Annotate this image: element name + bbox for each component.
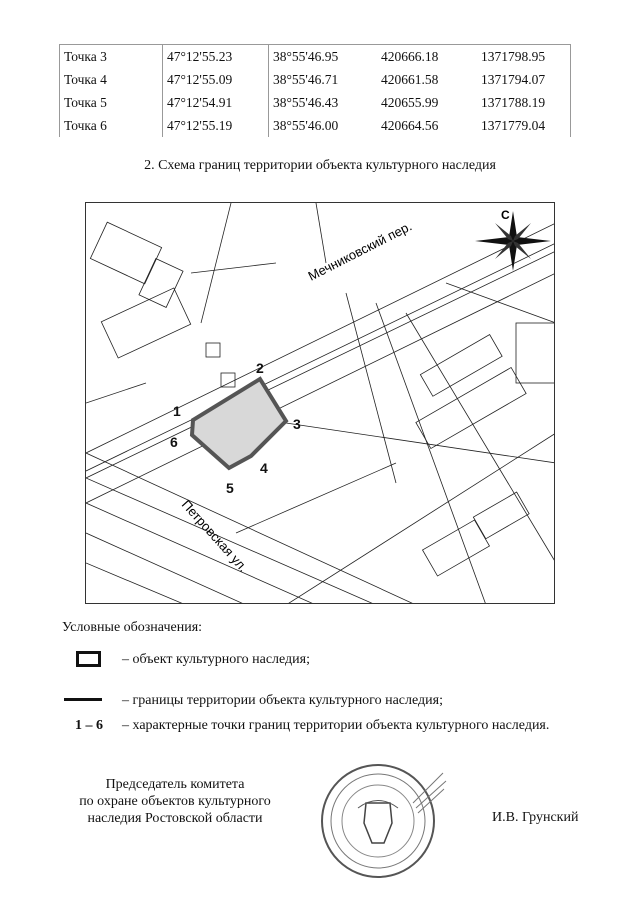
table-cell: 47°12'54.91: [162, 91, 269, 114]
box-icon: [76, 651, 101, 667]
table-cell: 1371788.19: [477, 91, 571, 114]
point-label-5: 5: [226, 480, 234, 496]
legend-points-symbol: 1 – 6: [75, 718, 103, 733]
position-line: Председатель комитета: [105, 777, 245, 792]
table-cell: 47°12'55.09: [162, 68, 269, 91]
point-label-6: 6: [170, 434, 178, 450]
position-line: наследия Ростовской области: [87, 811, 263, 826]
table-cell: 38°55'46.71: [273, 71, 339, 87]
table-cell: 38°55'46.43: [273, 94, 339, 110]
legend-item-object: – объект культурного наследия;: [122, 652, 310, 667]
legend-item-boundary: – границы территории объекта культурного…: [122, 693, 443, 708]
table-cell: 47°12'55.19: [162, 114, 269, 137]
signatory-name: И.В. Грунский: [492, 810, 579, 825]
official-stamp: [321, 764, 447, 878]
table-cell: Точка 6: [59, 114, 163, 137]
signatory-position: Председатель комитета по охране объектов…: [70, 776, 280, 827]
table-cell: Точка 3: [59, 44, 163, 68]
table-cell: 420655.99: [381, 94, 439, 110]
table-cell: 1371779.04: [477, 114, 571, 137]
table-cell: 1371794.07: [477, 68, 571, 91]
table-cell: 1371798.95: [477, 44, 571, 68]
table-cell: 38°55'46.00: [273, 117, 339, 133]
table-cell: 420661.58: [381, 71, 439, 87]
point-label-2: 2: [256, 360, 264, 376]
table-cell: 420666.18: [381, 48, 439, 64]
position-line: по охране объектов культурного: [79, 794, 271, 809]
street-label-petrovskaya: Петровская ул.: [179, 497, 251, 575]
map-linework: [86, 203, 554, 603]
point-label-1: 1: [173, 403, 181, 419]
table-cell: 47°12'55.23: [162, 44, 269, 68]
point-label-4: 4: [260, 460, 268, 476]
schema-caption: 2. Схема границ территории объекта культ…: [144, 158, 496, 173]
street-label-mechnikovsky: Мечниковский пер.: [306, 218, 415, 283]
line-icon: [64, 698, 102, 701]
point-label-3: 3: [293, 416, 301, 432]
table-cell: 420664.56: [381, 117, 439, 133]
table-cell: 38°55'46.95: [273, 48, 339, 64]
boundary-map: 1 2 3 4 5 6 Мечниковский пер. Петровская…: [85, 202, 555, 604]
table-cell: Точка 4: [59, 68, 163, 91]
heritage-territory: [189, 376, 289, 471]
compass-rose-icon: С: [475, 208, 551, 271]
legend-title: Условные обозначения:: [62, 620, 203, 635]
table-cell: Точка 5: [59, 91, 163, 114]
compass-north-label: С: [501, 208, 510, 222]
legend-item-points: – характерные точки границ территории об…: [122, 718, 550, 733]
